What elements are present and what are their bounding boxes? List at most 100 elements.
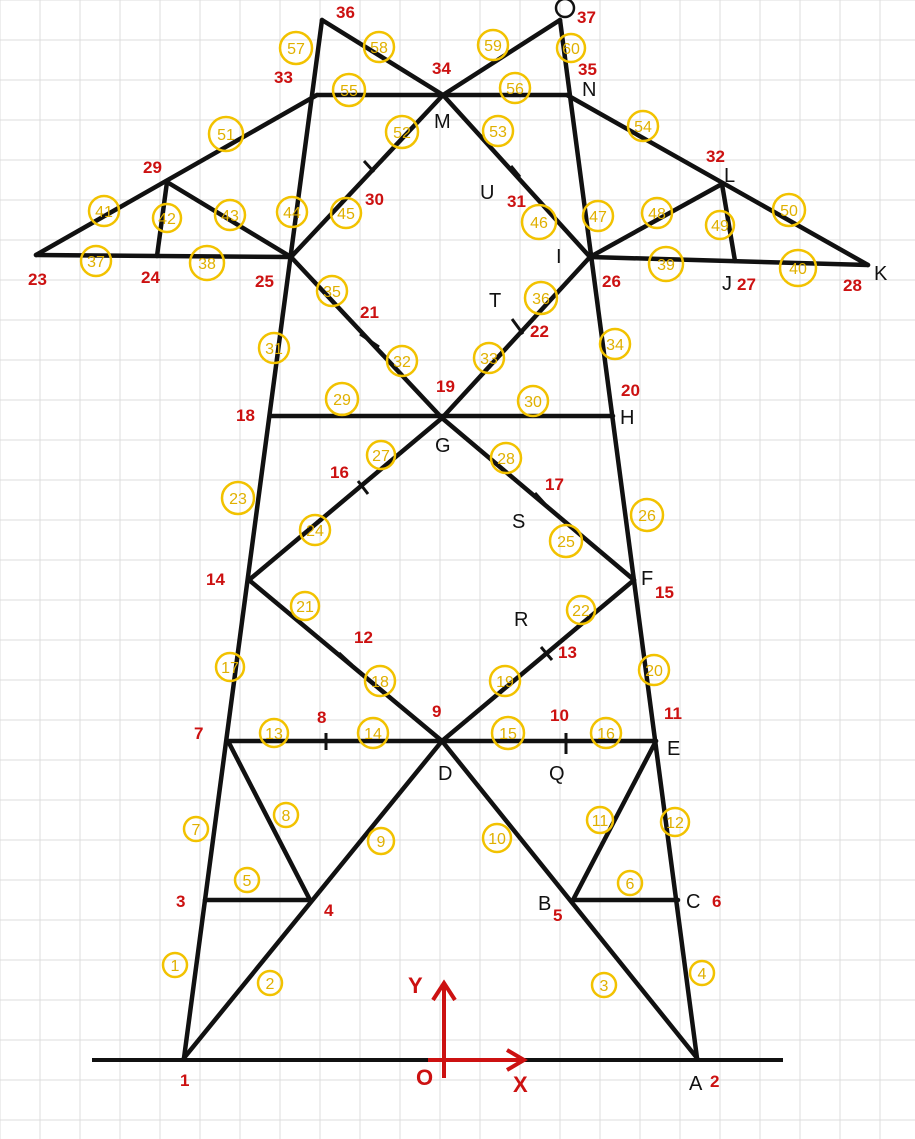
node-number: 33 (274, 68, 293, 87)
member-label: 36 (532, 291, 550, 308)
member-circle (214, 651, 246, 683)
member-circle (771, 192, 807, 228)
member-25-28 (439, 415, 637, 583)
member-circle (481, 114, 515, 148)
member-label: 55 (340, 83, 358, 100)
node-letter: E (667, 738, 680, 760)
member-label: 21 (296, 599, 314, 616)
member-label: 33 (480, 351, 498, 368)
member-label: 54 (634, 119, 652, 136)
member-label: 53 (489, 124, 507, 141)
member-circle (366, 826, 396, 856)
member-label: 28 (497, 451, 515, 468)
member-48 (587, 181, 725, 260)
node-letter: S (512, 511, 525, 533)
node-number: 18 (236, 406, 255, 425)
node-number: 17 (545, 475, 564, 494)
member-circle (161, 951, 189, 979)
member-43 (164, 179, 294, 260)
member-label: 18 (371, 674, 389, 691)
member-label: 50 (780, 203, 798, 220)
member-circle (278, 30, 314, 66)
member-circle (498, 71, 532, 105)
member-circle (626, 109, 660, 143)
member-3 (439, 738, 700, 1061)
member-circle (213, 198, 247, 232)
member-circle (659, 806, 691, 838)
member-circle (315, 274, 349, 308)
member-label: 22 (572, 603, 590, 620)
member-label: 7 (192, 822, 201, 839)
member-label: 45 (337, 206, 355, 223)
member-label: 46 (530, 215, 548, 232)
member-label: 48 (648, 206, 666, 223)
member-label: 19 (496, 674, 514, 691)
node-number: 22 (530, 322, 549, 341)
member-label: 13 (265, 726, 283, 743)
member-label: 44 (283, 205, 301, 222)
node-number: 11 (664, 704, 682, 723)
node-number: 7 (194, 724, 203, 743)
node-number: 30 (365, 190, 384, 209)
member-label: 14 (364, 726, 382, 743)
member-labels: 1 2 3 4 5 6 7 8 9 10 11 12 13 14 15 16 1… (79, 28, 818, 999)
node-letter: C (686, 891, 700, 913)
tick-node-12 (337, 651, 354, 667)
member-8 (225, 738, 313, 903)
node-number: 10 (550, 706, 569, 725)
tick-node-22 (510, 318, 525, 335)
node-letter: M (434, 111, 451, 133)
member-11 (570, 738, 659, 903)
member-circle (324, 381, 360, 417)
origin-label: O (416, 1065, 433, 1090)
member-circle (489, 441, 523, 475)
member-label: 38 (198, 256, 216, 273)
right-arm-bottom-chord (587, 254, 871, 268)
right-arm-top-chord (564, 92, 871, 268)
member-circle (275, 195, 309, 229)
member-label: 5 (243, 873, 252, 890)
member-24-27 (246, 415, 445, 583)
member-circle (490, 715, 526, 751)
member-label: 30 (524, 394, 542, 411)
node-number: 1 (180, 1071, 189, 1090)
member-label: 47 (589, 209, 607, 226)
member-circle (79, 244, 113, 278)
node-letter: T (489, 290, 501, 312)
member-circle (555, 32, 587, 64)
member-label: 58 (370, 40, 388, 57)
node-number: 36 (336, 3, 355, 22)
node-letter-labels: A B C D E F G H I J K L M N Q R S T U (434, 79, 888, 1095)
node-number: 28 (843, 276, 862, 295)
member-label: 10 (488, 831, 506, 848)
node-number: 32 (706, 147, 725, 166)
member-circle (523, 280, 559, 316)
member-label: 9 (377, 834, 386, 851)
node-number: 29 (143, 158, 162, 177)
left-arm-bottom-chord (33, 252, 294, 260)
member-circle (258, 717, 290, 749)
node-letter: Q (549, 763, 565, 785)
member-circle (356, 716, 390, 750)
member-circle (629, 497, 665, 533)
member-circle (362, 30, 396, 64)
member-label: 60 (562, 41, 580, 58)
member-circle (151, 202, 183, 234)
member-circle (581, 199, 615, 233)
member-label: 23 (229, 491, 247, 508)
member-circle (233, 866, 261, 894)
member-label: 15 (499, 726, 517, 743)
node-letter: A (689, 1073, 703, 1095)
member-label: 17 (221, 660, 239, 677)
node-number: 14 (206, 570, 225, 589)
node-number: 35 (578, 60, 597, 79)
node-number: 4 (324, 901, 334, 920)
member-circle (289, 590, 321, 622)
node-number: 20 (621, 381, 640, 400)
node-letter: K (874, 263, 888, 285)
member-label: 27 (372, 448, 390, 465)
node-number: 25 (255, 272, 274, 291)
member-circle (188, 244, 226, 282)
